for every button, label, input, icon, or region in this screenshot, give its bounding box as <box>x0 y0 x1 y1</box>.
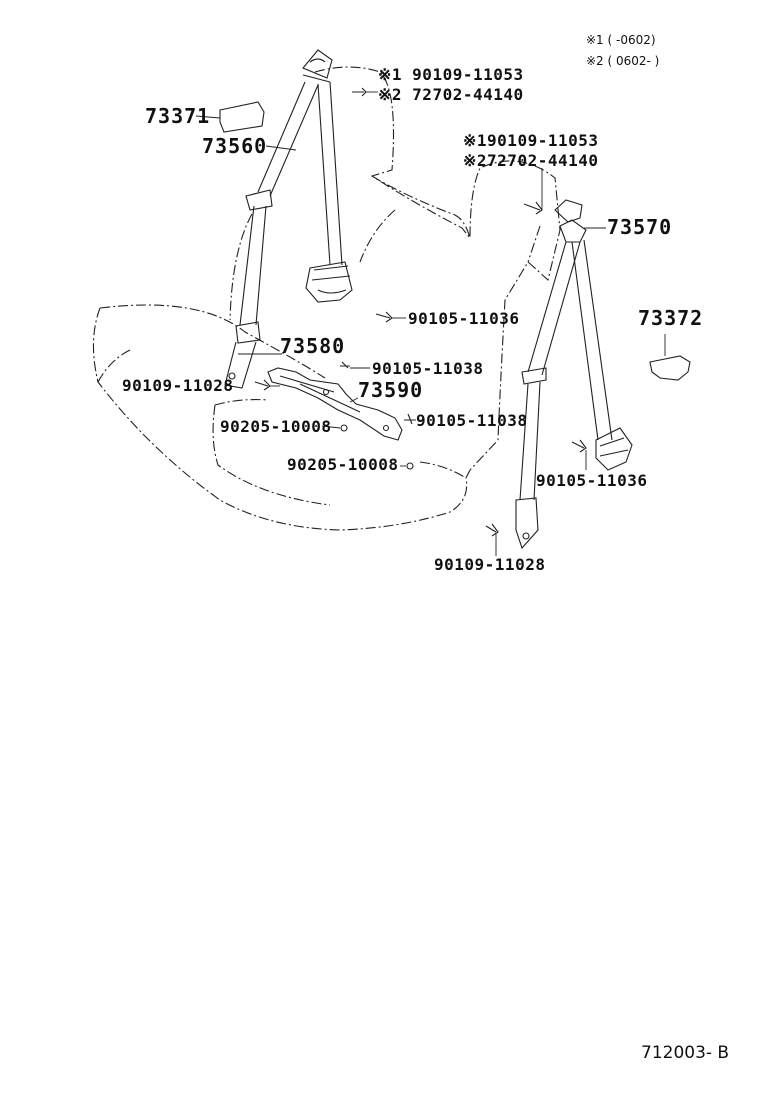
bolt-label-retractor-right: 90105-11036 <box>536 471 648 490</box>
bolt-label-anchor-right: 90109-11028 <box>434 555 546 574</box>
part-label-73590: 73590 <box>358 378 424 402</box>
belt-left-73560 <box>224 49 353 389</box>
part-label-73371: 73371 <box>145 104 211 128</box>
cover-73372 <box>649 355 691 381</box>
bolt-label-left-top-2: ※2 72702-44140 <box>378 85 524 104</box>
bolt-label-right-top-2: ※272702-44140 <box>463 151 599 170</box>
bolt-label-retractor-left: 90105-11036 <box>408 309 520 328</box>
washer-label-lower: 90205-10008 <box>287 455 399 474</box>
cover-73371 <box>219 101 265 133</box>
part-label-73372: 73372 <box>638 306 704 330</box>
belt-right-73570 <box>515 199 633 550</box>
part-label-73570: 73570 <box>607 215 673 239</box>
bolt-label-left-top-1: ※1 90109-11053 <box>378 65 524 84</box>
part-label-73560: 73560 <box>202 134 268 158</box>
legend-note-1: ※1 ( -0602) <box>586 33 656 47</box>
bolt-label-buckle-upper: 90105-11038 <box>372 359 484 378</box>
legend-note-2: ※2 ( 0602- ) <box>586 54 660 68</box>
seat-back-outline <box>229 66 561 471</box>
leader-lines <box>195 91 666 556</box>
bolt-label-right-top-1: ※190109-11053 <box>463 131 599 150</box>
seat-cushion-outline <box>92 304 471 531</box>
buckle-assembly <box>267 367 403 441</box>
washer-label-upper: 90205-10008 <box>220 417 332 436</box>
diagram-code: 712003- B <box>641 1043 730 1063</box>
bolt-label-buckle-lower: 90105-11038 <box>416 411 528 430</box>
part-label-73580: 73580 <box>280 334 346 358</box>
bolt-label-anchor-left: 90109-11028 <box>122 376 234 395</box>
